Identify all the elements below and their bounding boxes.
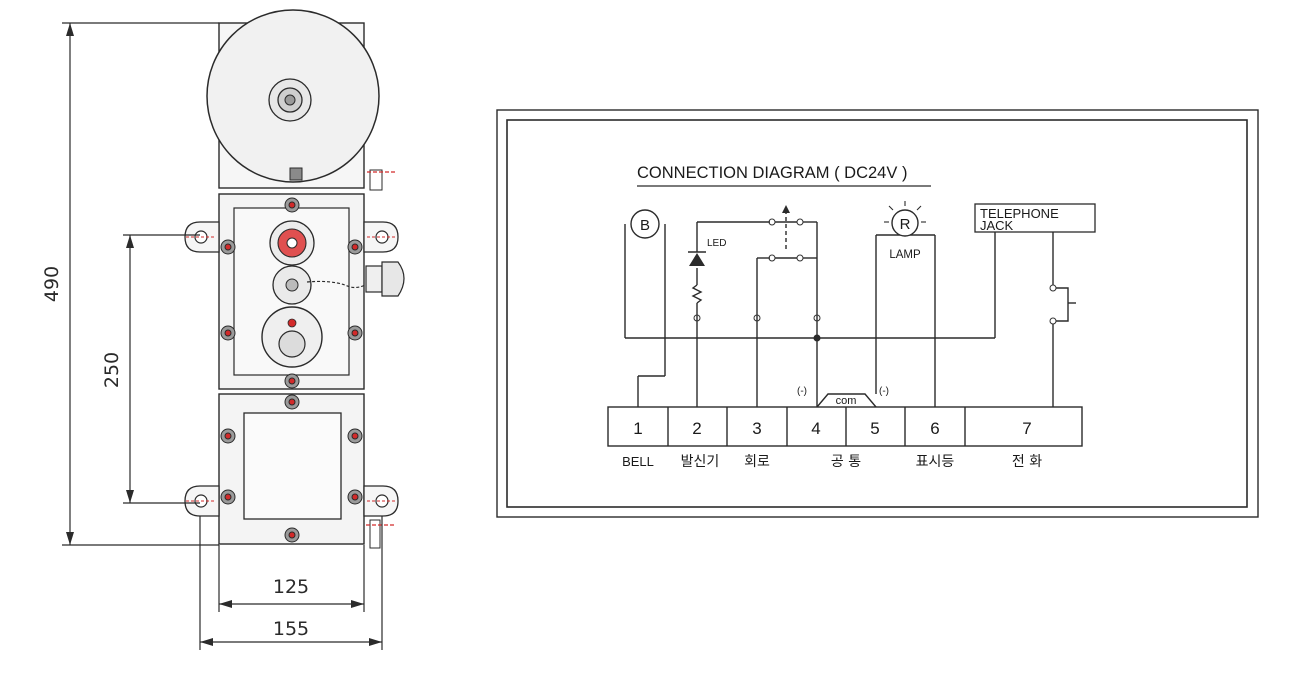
bell-symbol-letter: B [640,217,650,234]
terminal-4-number: 4 [811,419,820,438]
telephone-label-line2: JACK [980,218,1014,233]
diagram-title: CONNECTION DIAGRAM ( DC24V ) [637,164,907,182]
terminal-3-label: 회로 [744,454,770,470]
terminal-7-label: 전 화 [1012,454,1042,470]
led-label: LED [707,238,726,249]
telephone-jack-center [285,278,299,292]
dim-label-155: 155 [273,618,309,640]
telephone-jack-box [974,203,1096,233]
dim-label-250: 250 [101,352,123,388]
com-label: com [836,395,857,407]
lamp-symbol [891,209,919,237]
panel-inner-frame [506,119,1248,508]
terminal-1-label: BELL [622,454,654,469]
terminal-6-label: 표시등 [916,454,955,470]
minus-label-left: (-) [797,386,807,397]
terminal-2-label: 발신기 [681,454,720,470]
housing-bolts [220,197,363,543]
push-button-center [278,330,306,358]
mounting-ear-lower [184,485,399,517]
panel-outer-frame [496,109,1259,518]
connection-diagram-panel [496,109,1259,518]
side-plug [365,265,383,293]
bell-bolt-head [284,94,296,106]
terminal-1-number: 1 [633,419,642,438]
led-diode-icon [689,253,705,266]
cable-clip [369,169,383,191]
telephone-label-line1: TELEPHONE [980,206,1059,221]
mounting-ear-upper [184,221,399,253]
lamp-symbol-letter: R [900,216,911,233]
push-button-led [287,318,297,328]
dim-label-125: 125 [273,576,309,598]
bell-symbol [630,209,660,239]
dimension-lines [62,22,383,650]
terminal-strip [607,406,1083,447]
wiring [624,205,1076,408]
minus-label-right: (-) [879,386,889,397]
terminal-2-number: 2 [692,419,701,438]
cable-clip-lower [369,519,381,549]
lamp-label: LAMP [889,249,921,261]
housing-bolt [289,167,303,181]
side-plug-cap [381,261,405,297]
lamp-rays-icon [884,201,926,223]
terminal-7-number: 7 [1022,419,1031,438]
terminal-6-number: 6 [930,419,939,438]
dim-label-490: 490 [41,266,63,302]
device-outline-drawing [184,9,405,549]
terminal-3-number: 3 [752,419,761,438]
lower-body-window [243,412,342,520]
jack-chain [306,280,366,289]
terminal-5-number: 5 [870,419,879,438]
terminal-common-label: 공 통 [831,454,861,470]
indicator-lamp-center [286,237,298,249]
